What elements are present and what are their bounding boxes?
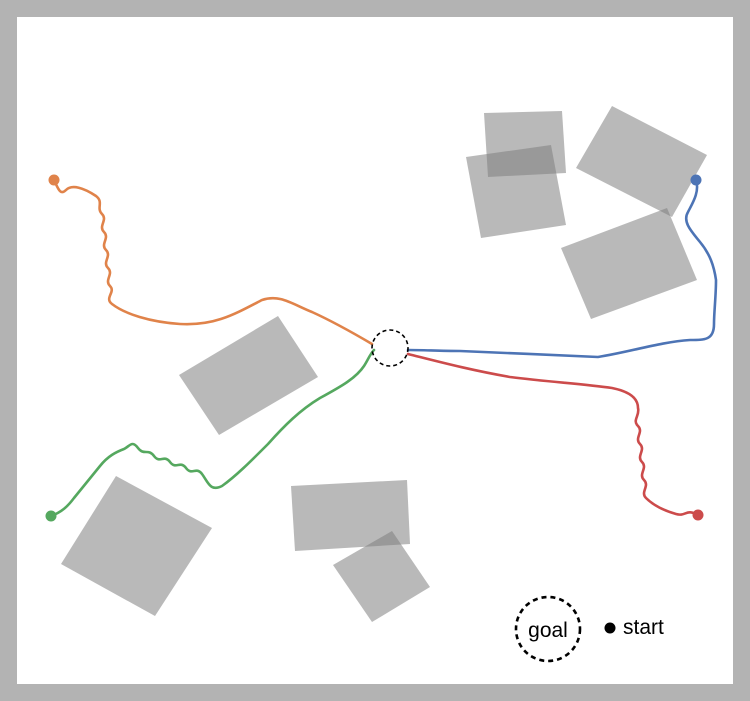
wall-top bbox=[0, 0, 750, 17]
path-green bbox=[49, 348, 376, 518]
obstacle bbox=[466, 145, 566, 238]
paths bbox=[45, 174, 718, 522]
wall-bottom bbox=[0, 684, 750, 701]
start-marker-orange bbox=[48, 174, 60, 186]
goal-region bbox=[371, 329, 409, 367]
legend-start-label: start bbox=[623, 616, 664, 639]
obstacle bbox=[333, 531, 430, 622]
obstacle bbox=[61, 476, 212, 616]
legend: goal start bbox=[514, 595, 664, 663]
legend-start-icon bbox=[604, 622, 616, 634]
obstacle bbox=[291, 480, 410, 551]
start-marker-green bbox=[45, 510, 57, 522]
legend-goal-label: goal bbox=[528, 619, 568, 642]
obstacle bbox=[561, 208, 697, 319]
path-blue bbox=[406, 178, 718, 359]
wall-right bbox=[733, 0, 750, 701]
obstacle bbox=[576, 106, 707, 217]
obstacle bbox=[179, 316, 318, 435]
path-orange bbox=[52, 178, 374, 346]
obstacles bbox=[61, 106, 707, 622]
legend-goal-icon bbox=[514, 595, 582, 663]
wall-left bbox=[0, 0, 17, 701]
start-marker-blue bbox=[690, 174, 702, 186]
path-red bbox=[406, 352, 700, 517]
start-marker-red bbox=[692, 509, 704, 521]
